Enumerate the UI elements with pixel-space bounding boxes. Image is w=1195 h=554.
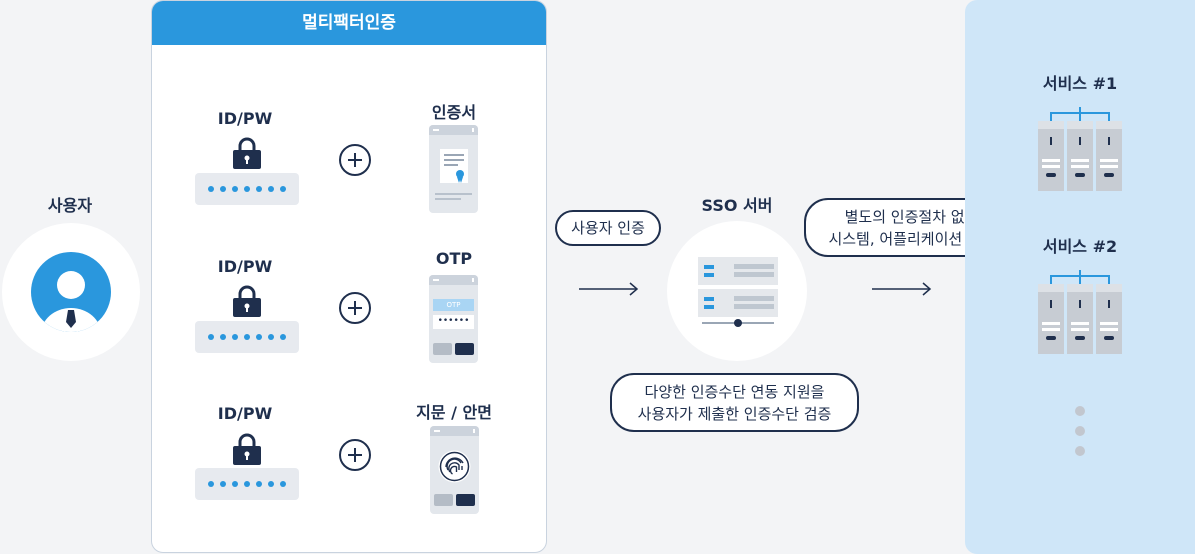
access-pill: 별도의 인증절차 없이 시스템, 어플리케이션 접근 (804, 198, 1019, 257)
lock-icon (233, 433, 261, 465)
user-label: 사용자 (47, 196, 93, 215)
plus-icon (339, 439, 371, 471)
mfa-panel: 멀티팩터인증 ID/PW 인증서 ID/PW OTP OTP •••••• (151, 0, 547, 553)
user-avatar-icon (31, 252, 111, 332)
password-field (195, 321, 299, 353)
otp-badge: OTP (433, 299, 474, 311)
lock-icon (233, 285, 261, 317)
arrow-right-icon (579, 282, 639, 296)
certificate-phone (429, 125, 478, 213)
server-icon (698, 257, 778, 327)
lock-icon (233, 137, 261, 169)
user-avatar-circle (2, 223, 140, 361)
access-line2: 시스템, 어플리케이션 접근 (828, 229, 995, 248)
password-field (195, 173, 299, 205)
row1-idpw-label: ID/PW (217, 109, 273, 128)
access-line1: 별도의 인증절차 없이 (844, 207, 979, 226)
bio-cancel-button (434, 494, 453, 506)
row1-cert-label: 인증서 (431, 103, 477, 122)
sso-server-circle (667, 221, 807, 361)
more-dot (1075, 446, 1085, 456)
multi-support-line2: 사용자가 제출한 인증수단 검증 (637, 404, 832, 423)
otp-confirm-button (455, 343, 474, 355)
row3-biometric-label: 지문 / 안면 (416, 403, 492, 422)
user-auth-text: 사용자 인증 (571, 219, 645, 237)
row3-idpw-label: ID/PW (217, 404, 273, 423)
service2-label: 서비스 #2 (1042, 237, 1118, 256)
multi-support-pill: 다양한 인증수단 연동 지원을 사용자가 제출한 인증수단 검증 (610, 373, 859, 432)
server-rack-icon (1038, 107, 1122, 191)
certificate-icon (440, 149, 468, 183)
user-auth-pill: 사용자 인증 (555, 210, 661, 246)
bio-confirm-button (456, 494, 475, 506)
biometric-phone (430, 426, 479, 514)
plus-icon (339, 292, 371, 324)
sso-label: SSO 서버 (701, 196, 773, 215)
row2-idpw-label: ID/PW (217, 257, 273, 276)
arrow-right-icon (872, 282, 932, 296)
password-field (195, 468, 299, 500)
plus-icon (339, 144, 371, 176)
mfa-title: 멀티팩터인증 (152, 1, 546, 45)
server-rack-icon (1038, 270, 1122, 354)
more-dot (1075, 406, 1085, 416)
otp-phone: OTP •••••• (429, 275, 478, 363)
fingerprint-icon (438, 450, 471, 483)
service1-label: 서비스 #1 (1042, 74, 1118, 93)
more-dot (1075, 426, 1085, 436)
otp-code-field: •••••• (433, 315, 474, 329)
multi-support-line1: 다양한 인증수단 연동 지원을 (644, 382, 825, 401)
otp-cancel-button (433, 343, 452, 355)
row2-otp-label: OTP (435, 249, 473, 268)
